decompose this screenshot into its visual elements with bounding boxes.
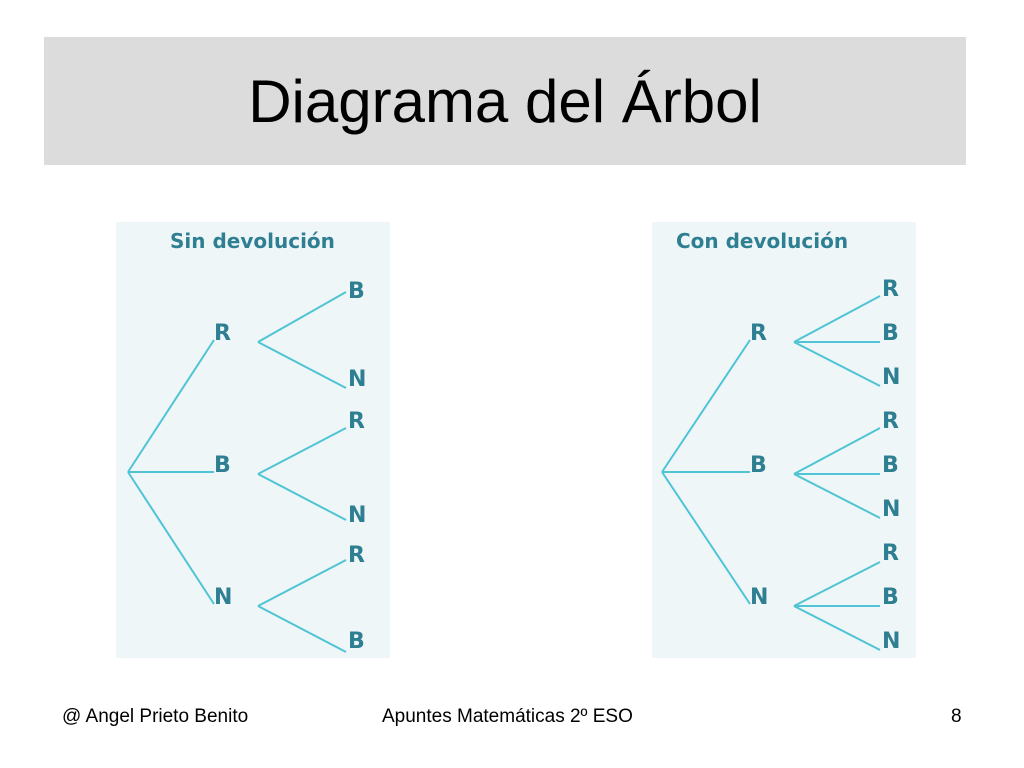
node-n-b: B xyxy=(882,585,899,610)
node-b: B xyxy=(750,453,767,478)
node-r-b: B xyxy=(348,279,365,304)
node-n-b: B xyxy=(348,629,365,654)
slide-title: Diagrama del Árbol xyxy=(248,67,762,135)
branch-root-to-r xyxy=(661,339,751,473)
node-n-n: N xyxy=(882,629,900,654)
branch-b-to-n xyxy=(793,473,881,519)
tree-diagram-sin-devolucion: Sin devolución R B N B N R N R B xyxy=(127,229,366,654)
node-b-b: B xyxy=(882,453,899,478)
branch-b-to-n xyxy=(257,473,347,521)
footer-author: @ Angel Prieto Benito xyxy=(62,706,249,727)
node-n: N xyxy=(214,585,232,610)
tree-panel-sin-devolucion: Sin devolución R B N B N R N R B xyxy=(116,222,390,658)
footer-course: Apuntes Matemáticas 2º ESO xyxy=(382,706,633,727)
node-r-b: B xyxy=(882,321,899,346)
node-r: R xyxy=(214,321,231,346)
title-bar: Diagrama del Árbol xyxy=(44,37,966,165)
node-b-r: R xyxy=(882,409,899,434)
branch-n-to-n xyxy=(793,605,881,651)
branch-b-to-r xyxy=(257,427,347,475)
node-b: B xyxy=(214,453,231,478)
node-b-n: N xyxy=(348,503,366,528)
node-b-n: N xyxy=(882,497,900,522)
node-r: R xyxy=(750,321,767,346)
branch-root-to-n xyxy=(127,471,215,605)
tree-title: Sin devolución xyxy=(170,229,335,253)
node-b-r: R xyxy=(348,409,365,434)
node-n-r: R xyxy=(348,543,365,568)
node-n: N xyxy=(750,585,768,610)
branch-n-to-r xyxy=(793,561,881,607)
branch-r-to-n xyxy=(257,341,347,389)
node-n-r: R xyxy=(882,541,899,566)
branch-b-to-r xyxy=(793,427,881,475)
node-r-r: R xyxy=(882,277,899,302)
tree-panel-con-devolucion: Con devolución R B N R B N R xyxy=(652,222,916,658)
branch-r-to-n xyxy=(793,341,881,387)
node-r-n: N xyxy=(882,365,900,390)
branch-r-to-b xyxy=(257,291,347,343)
footer-page-number: 8 xyxy=(951,706,962,727)
node-r-n: N xyxy=(348,367,366,392)
branch-n-to-b xyxy=(257,605,347,653)
tree-diagram-con-devolucion: Con devolución R B N R B N R xyxy=(661,229,900,654)
tree-title: Con devolución xyxy=(676,229,848,253)
branch-root-to-n xyxy=(661,471,751,605)
branch-n-to-r xyxy=(257,559,347,607)
branch-root-to-r xyxy=(127,339,215,473)
branch-r-to-r xyxy=(793,295,881,343)
